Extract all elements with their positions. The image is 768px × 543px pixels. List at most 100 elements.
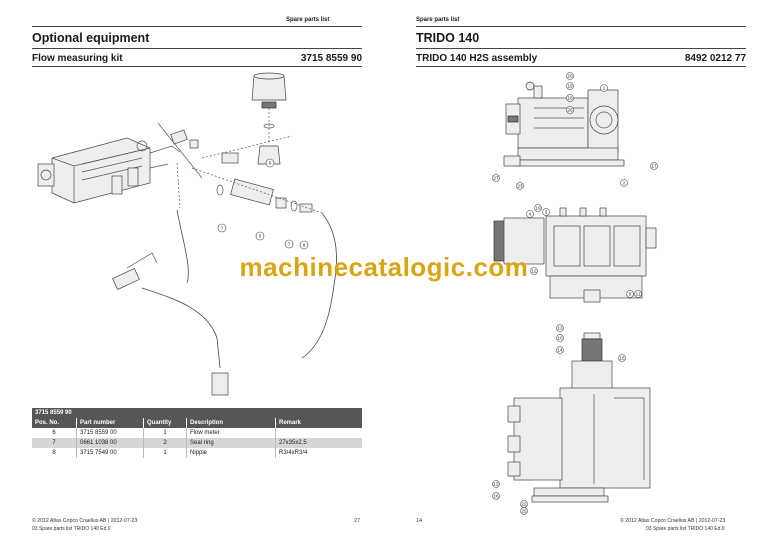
callout-7-right: 7 — [284, 239, 294, 249]
section-part-number: 3715 8559 90 — [300, 53, 362, 64]
footer-doc-id: 03 Spare parts list TRIDO 140 Ed.0 — [646, 526, 725, 532]
page-header: Spare parts list — [416, 17, 460, 23]
svg-text:8: 8 — [303, 243, 306, 248]
col-pos: Pos. No. — [32, 418, 77, 428]
svg-text:14: 14 — [557, 348, 563, 353]
callout-5: 5 — [626, 290, 634, 298]
right-page: Spare parts list TRIDO 140 TRIDO 140 H2S… — [384, 0, 768, 543]
svg-text:7: 7 — [221, 226, 224, 231]
callout-12: 12 — [530, 267, 538, 275]
callout-20: 20 — [566, 72, 574, 80]
fittings-top — [157, 122, 293, 209]
svg-text:5: 5 — [629, 292, 632, 297]
col-quantity: Quantity — [143, 418, 187, 428]
cell-part: 0661 1038 00 — [76, 438, 144, 448]
svg-text:18: 18 — [567, 96, 573, 101]
left-page: Spare parts list Optional equipment Flow… — [32, 17, 362, 532]
subtitle-rule — [416, 66, 746, 67]
callout-3: 3 — [542, 208, 550, 216]
title-rule — [32, 48, 362, 49]
pump-body — [37, 137, 181, 204]
callout-7-left: 7 — [217, 223, 227, 233]
svg-text:11: 11 — [636, 292, 641, 297]
cell-qty: 1 — [143, 448, 187, 458]
page-title: Optional equipment — [32, 31, 150, 45]
svg-text:26: 26 — [567, 108, 573, 113]
callout-15: 15 — [618, 354, 626, 362]
cell-pos: 8 — [52, 450, 56, 456]
callout-4: 4 — [526, 210, 534, 218]
hoses — [112, 209, 337, 396]
filter-canister — [251, 72, 287, 165]
callout-23: 23 — [516, 182, 524, 190]
cell-qty: 2 — [143, 438, 187, 448]
svg-text:6: 6 — [269, 161, 272, 166]
svg-text:19: 19 — [567, 84, 573, 89]
cell-desc: Seal ring — [186, 438, 276, 448]
cell-desc: Nipple — [186, 448, 276, 458]
table-row: 6 3715 8559 00 1 Flow meter — [32, 428, 362, 438]
cell-desc: Flow meter — [186, 428, 276, 438]
page-title: TRIDO 140 — [416, 31, 480, 45]
callout-26: 26 — [566, 106, 574, 114]
svg-text:3: 3 — [545, 210, 548, 215]
page-number: 14 — [416, 518, 423, 524]
cell-part: 3715 7549 00 — [76, 448, 144, 458]
cell-part: 3715 8559 00 — [76, 428, 144, 438]
svg-text:6: 6 — [259, 234, 262, 239]
callout-19: 19 — [566, 82, 574, 90]
svg-text:7: 7 — [288, 242, 291, 247]
section-title: Flow measuring kit — [32, 53, 123, 64]
cell-qty: 1 — [143, 428, 187, 438]
callout-6-mid: 6 — [255, 231, 265, 241]
callout-8: 8 — [299, 240, 309, 250]
callout-2: 2 — [620, 179, 628, 187]
svg-text:10: 10 — [557, 336, 563, 341]
callout-25: 25 — [520, 507, 528, 515]
svg-text:1: 1 — [603, 86, 606, 91]
callout-11: 11 — [634, 290, 642, 298]
flow-kit-diagram: 6 7 6 7 8 — [37, 72, 337, 396]
subtitle-rule — [32, 66, 362, 67]
header-rule — [416, 26, 746, 27]
assembly-top-view — [493, 207, 657, 303]
cell-remark — [275, 428, 362, 438]
section-title: TRIDO 140 H2S assembly — [416, 53, 538, 64]
svg-text:16: 16 — [493, 494, 499, 499]
assembly-side-view — [503, 81, 625, 167]
page-number: 27 — [354, 518, 361, 524]
parts-table: 3715 8559 90 Pos. No. Part number Quanti… — [32, 408, 362, 458]
svg-text:27: 27 — [493, 176, 499, 181]
section-part-number: 8492 0212 77 — [684, 53, 746, 64]
svg-text:13: 13 — [493, 482, 499, 487]
col-description: Description — [186, 418, 276, 428]
watermark-text: machinecatalogic.com — [239, 252, 529, 282]
assembly-front-view — [507, 332, 651, 503]
flow-meter-chain — [191, 152, 323, 214]
table-row: 7 0661 1038 00 2 Seal ring 27x35x2.5 — [32, 438, 362, 448]
table-header-row: Pos. No. Part number Quantity Descriptio… — [32, 418, 362, 428]
svg-text:22: 22 — [521, 502, 527, 507]
cell-remark: 27x35x2.5 — [275, 438, 362, 448]
col-remark: Remark — [275, 418, 362, 428]
svg-text:23: 23 — [517, 184, 523, 189]
table-row: 8 3715 7549 00 1 Nipple R3/4xR3/4 — [32, 448, 362, 458]
cell-remark: R3/4xR3/4 — [275, 448, 362, 458]
footer-copyright: © 2012 Atlas Copco Craelius AB | 2012-07… — [32, 518, 138, 524]
svg-text:20: 20 — [567, 74, 573, 79]
table-title: 3715 8559 90 — [32, 408, 362, 418]
callout-13: 13 — [556, 324, 564, 332]
svg-text:4: 4 — [529, 212, 532, 217]
cell-pos: 7 — [32, 438, 77, 448]
callout-19-mid: 19 — [534, 204, 542, 212]
svg-text:19: 19 — [535, 206, 541, 211]
callout-1: 1 — [600, 84, 608, 92]
svg-text:12: 12 — [531, 269, 537, 274]
footer-copyright: © 2012 Atlas Copco Craelius AB | 2012-07… — [620, 518, 726, 524]
svg-text:25: 25 — [521, 509, 527, 514]
svg-text:13: 13 — [557, 326, 563, 331]
svg-text:17: 17 — [651, 164, 657, 169]
callout-14: 14 — [556, 346, 564, 354]
callout-27: 27 — [492, 174, 500, 182]
cell-pos: 6 — [52, 430, 56, 436]
